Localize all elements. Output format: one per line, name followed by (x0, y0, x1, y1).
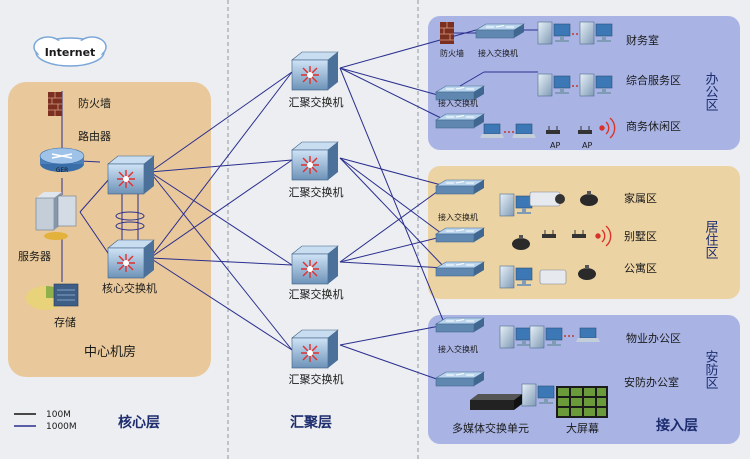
router-label: 路由器 (78, 129, 111, 143)
laptop-3-icon (576, 327, 600, 342)
office-access-switch-1-label: 接入交换机 (478, 48, 518, 58)
security-access-switch-1-icon (435, 317, 485, 333)
legend-1000m: 1000M (46, 422, 77, 432)
core-switch-1-icon (107, 155, 155, 195)
firewall-icon (48, 92, 62, 116)
laptop-2-icon (512, 123, 536, 138)
storage-label: 存储 (54, 315, 76, 329)
agg-switch-3-label: 汇聚交换机 (289, 287, 344, 301)
legend-100m: 100M (46, 410, 71, 420)
living-access-switch-2-icon (435, 227, 485, 243)
office-access-switch-2-icon (435, 85, 485, 101)
office-room-business: 商务休闲区 (626, 119, 681, 133)
security-access-switch-label: 接入交换机 (438, 344, 478, 354)
router-icon (39, 147, 85, 172)
agg-switch-4-icon (291, 329, 339, 369)
security-access-switch-2-icon (435, 371, 485, 387)
agg-switch-1-icon (291, 51, 339, 91)
living-access-switch-1-icon (435, 179, 485, 195)
camera-1-icon (529, 191, 565, 207)
office-access-switch-1-icon (475, 23, 525, 39)
office-room-service: 综合服务区 (626, 73, 681, 87)
core-room-label: 中心机房 (84, 344, 136, 360)
ap-2-label: AP (582, 141, 592, 150)
wifi-signal-2-icon (595, 225, 612, 247)
media-unit-label: 多媒体交换单元 (452, 421, 529, 435)
big-screen-label: 大屏幕 (566, 421, 599, 435)
living-room-villa: 别墅区 (624, 230, 657, 243)
core-agg-links (59, 29, 477, 383)
internet-label: Internet (45, 46, 96, 59)
server-label: 服务器 (18, 250, 51, 263)
layer-aggregation-label: 汇聚层 (290, 415, 332, 431)
office-room-finance: 财务室 (626, 33, 659, 47)
agg-switch-4-label: 汇聚交换机 (289, 372, 344, 386)
core-switch-label: 核心交换机 (102, 281, 157, 295)
office-access-switch-2-label: 接入交换机 (438, 98, 478, 108)
security-zone-name: 安防区 (703, 350, 719, 389)
agg-switch-2-icon (291, 141, 339, 181)
router-badge: GER (56, 167, 69, 174)
internet-cloud-icon (33, 36, 107, 67)
office-firewall-label: 防火墙 (440, 48, 464, 58)
wifi-signal-icon (599, 117, 616, 139)
server-icon (35, 192, 77, 240)
living-room-apartment: 公寓区 (624, 261, 657, 275)
core-firewall-label: 防火墙 (78, 96, 111, 110)
laptop-1-icon (480, 123, 504, 138)
office-access-switch-3-icon (435, 113, 485, 129)
security-room-property: 物业办公区 (626, 331, 681, 345)
big-screen-icon (556, 386, 608, 418)
office-zone-name: 办公区 (703, 72, 719, 111)
core-switch-2-icon (107, 239, 155, 279)
agg-switch-2-label: 汇聚交换机 (289, 185, 344, 199)
layer-core-label: 核心层 (118, 414, 160, 431)
security-room-office: 安防办公室 (624, 375, 679, 389)
office-firewall-icon (440, 22, 454, 44)
ap-1-label: AP (550, 141, 560, 150)
agg-switch-1-label: 汇聚交换机 (289, 95, 344, 109)
living-access-switch-label: 接入交换机 (438, 212, 478, 222)
living-room-family: 家属区 (624, 191, 657, 205)
media-unit-icon (470, 394, 522, 410)
camera-2-icon (539, 269, 567, 285)
living-zone-name: 居住区 (703, 220, 719, 259)
living-access-switch-3-icon (435, 261, 485, 277)
agg-switch-3-icon (291, 245, 339, 285)
storage-icon (26, 283, 79, 310)
layer-access-label: 接入层 (656, 417, 698, 434)
